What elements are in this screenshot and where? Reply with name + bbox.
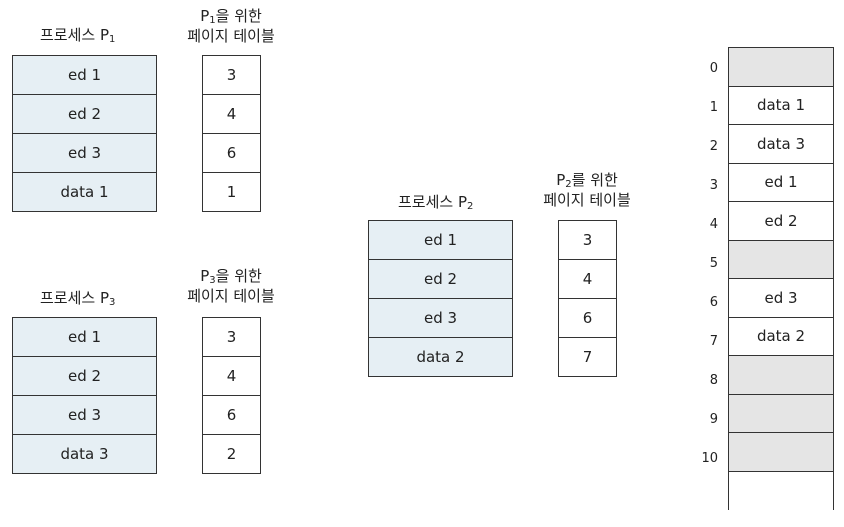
process-p1-pages: ed 1 ed 2 ed 3 data 1: [12, 55, 157, 212]
page-cell: ed 2: [12, 94, 157, 134]
process-p1-title: 프로세스 P1: [40, 26, 116, 45]
frame-number-cell: 4: [558, 259, 617, 299]
page-cell: ed 1: [368, 220, 513, 260]
frame-number-cell: 2: [202, 434, 261, 474]
frame-index: 0: [709, 61, 718, 76]
memory-frame: [728, 355, 834, 395]
memory-frame: data 1: [728, 85, 834, 125]
page-table-p2-title: P2를 위한 페이지 테이블: [543, 171, 631, 209]
frame-index: 6: [709, 295, 718, 310]
page-cell: ed 2: [368, 259, 513, 299]
frame-number-cell: 7: [558, 337, 617, 377]
frame-index: 1: [709, 100, 718, 115]
page-table-p3-title: P3을 위한 페이지 테이블: [187, 267, 275, 305]
page-cell: ed 1: [12, 317, 157, 357]
memory-frame: [728, 239, 834, 279]
physical-memory: data 1 data 3 ed 1 ed 2 ed 3 data 2: [728, 47, 834, 510]
frame-number-cell: 3: [202, 317, 261, 357]
frame-index: 8: [709, 373, 718, 388]
frame-number-cell: 6: [558, 298, 617, 338]
memory-frame: [728, 393, 834, 433]
memory-frame: ed 1: [728, 162, 834, 202]
frame-number-cell: 4: [202, 94, 261, 134]
frame-number-cell: 6: [202, 395, 261, 435]
page-table-p1: 3 4 6 1: [202, 55, 261, 212]
frame-index: 5: [709, 256, 718, 271]
frame-number-cell: 6: [202, 133, 261, 173]
process-p3-title: 프로세스 P3: [40, 289, 116, 308]
memory-frame: ed 3: [728, 278, 834, 318]
page-table-p2: 3 4 6 7: [558, 220, 617, 377]
frame-index: 10: [701, 451, 718, 466]
page-cell: data 2: [368, 337, 513, 377]
frame-index: 2: [709, 139, 718, 154]
memory-tail: [728, 470, 834, 510]
page-cell: ed 2: [12, 356, 157, 396]
process-p2-pages: ed 1 ed 2 ed 3 data 2: [368, 220, 513, 377]
page-cell: ed 3: [12, 395, 157, 435]
frame-index: 7: [709, 334, 718, 349]
page-table-p1-title: P1을 위한 페이지 테이블: [187, 7, 275, 45]
page-cell: data 1: [12, 172, 157, 212]
process-p2-title: 프로세스 P2: [398, 193, 474, 212]
page-cell: ed 3: [368, 298, 513, 338]
page-cell: ed 1: [12, 55, 157, 95]
memory-frame: data 3: [728, 124, 834, 164]
page-cell: data 3: [12, 434, 157, 474]
page-table-p3: 3 4 6 2: [202, 317, 261, 474]
page-cell: ed 3: [12, 133, 157, 173]
frame-index: 4: [709, 217, 718, 232]
frame-number-cell: 4: [202, 356, 261, 396]
frame-number-cell: 3: [558, 220, 617, 260]
frame-index: 9: [709, 412, 718, 427]
memory-frame: ed 2: [728, 201, 834, 241]
frame-number-cell: 1: [202, 172, 261, 212]
memory-frame: [728, 432, 834, 472]
memory-frame: data 2: [728, 316, 834, 356]
process-p3-pages: ed 1 ed 2 ed 3 data 3: [12, 317, 157, 474]
frame-number-cell: 3: [202, 55, 261, 95]
frame-index: 3: [709, 178, 718, 193]
memory-frame: [728, 47, 834, 87]
